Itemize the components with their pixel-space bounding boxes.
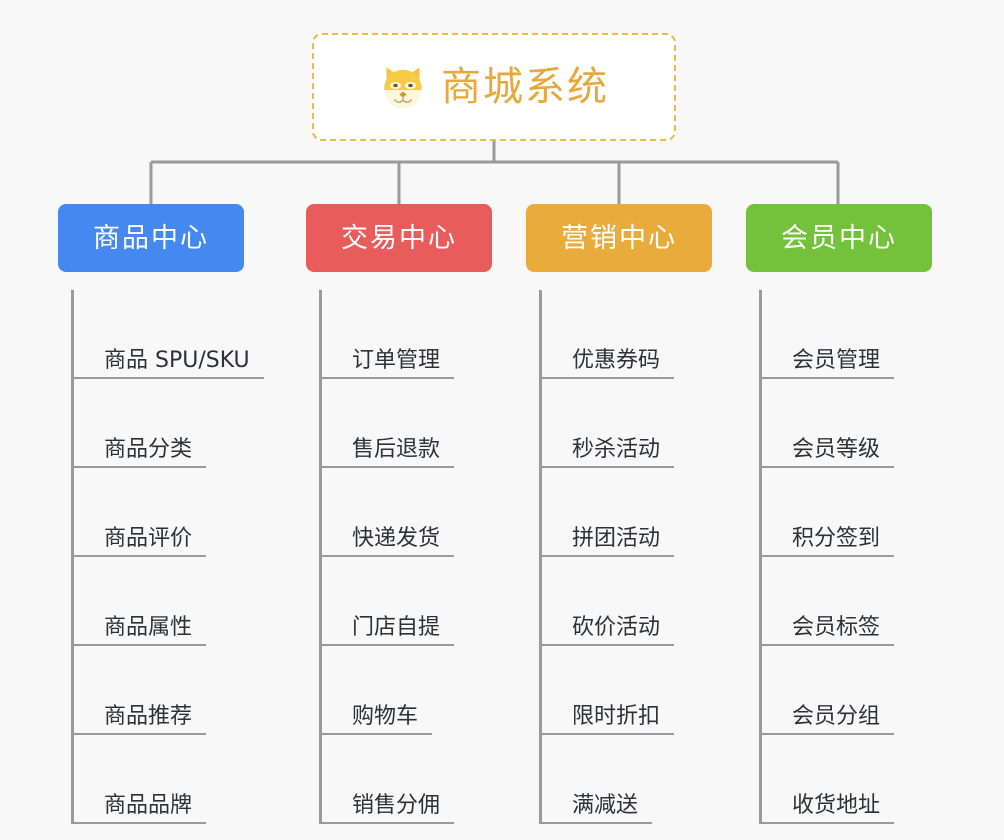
leaf-item[interactable]: 销售分佣 (322, 735, 496, 824)
leaf-label: 会员分组 (792, 703, 881, 729)
leaf-item[interactable]: 会员等级 (762, 379, 936, 468)
leaf-item[interactable]: 商品 SPU/SKU (74, 290, 264, 379)
leaf-underline (74, 733, 206, 735)
leaf-label: 商品推荐 (104, 703, 193, 729)
leaf-item[interactable]: 售后退款 (322, 379, 496, 468)
leaf-list-product-center: 商品 SPU/SKU 商品分类 商品评价 商品属性 商品推荐 商品品牌 (71, 290, 264, 824)
leaf-label: 优惠券码 (572, 347, 661, 373)
leaf-item[interactable]: 积分签到 (762, 468, 936, 557)
leaf-underline (322, 644, 454, 646)
leaf-underline (762, 466, 894, 468)
leaf-item[interactable]: 收货地址 (762, 735, 936, 824)
leaf-underline (74, 377, 264, 379)
leaf-underline (542, 377, 674, 379)
leaf-underline (322, 377, 454, 379)
leaf-label: 砍价活动 (572, 614, 661, 640)
leaf-underline (322, 733, 432, 735)
leaf-item[interactable]: 拼团活动 (542, 468, 716, 557)
category-label-product-center: 商品中心 (93, 222, 209, 254)
leaf-label: 商品 SPU/SKU (104, 347, 250, 373)
leaf-label: 会员等级 (792, 436, 881, 462)
leaf-label: 商品评价 (104, 525, 193, 551)
leaf-underline (74, 555, 206, 557)
leaf-label: 商品品牌 (104, 792, 193, 818)
branch-column-marketing-center: 营销中心 优惠券码 秒杀活动 拼团活动 砍价活动 限时折扣 (526, 204, 716, 824)
leaf-item[interactable]: 会员管理 (762, 290, 936, 379)
leaf-underline (74, 466, 206, 468)
leaf-label: 商品属性 (104, 614, 193, 640)
category-box-member-center[interactable]: 会员中心 (746, 204, 932, 272)
leaf-underline (762, 377, 894, 379)
leaf-item[interactable]: 商品分类 (74, 379, 248, 468)
leaf-label: 会员管理 (792, 347, 881, 373)
leaf-underline (542, 555, 674, 557)
leaf-item[interactable]: 门店自提 (322, 557, 496, 646)
leaf-underline (542, 822, 652, 824)
leaf-item[interactable]: 会员分组 (762, 646, 936, 735)
branch-column-member-center: 会员中心 会员管理 会员等级 积分签到 会员标签 会员分组 (746, 204, 936, 824)
leaf-item[interactable]: 商品推荐 (74, 646, 248, 735)
leaf-underline (74, 644, 206, 646)
leaf-underline (542, 644, 674, 646)
leaf-underline (762, 555, 894, 557)
shiba-dog-face-icon (384, 67, 422, 109)
category-box-product-center[interactable]: 商品中心 (58, 204, 244, 272)
leaf-item[interactable]: 商品品牌 (74, 735, 248, 824)
leaf-underline (542, 466, 674, 468)
leaf-item[interactable]: 订单管理 (322, 290, 496, 379)
category-label-marketing-center: 营销中心 (561, 222, 677, 254)
leaf-item[interactable]: 限时折扣 (542, 646, 716, 735)
root-node[interactable]: 商城系统 (312, 33, 676, 141)
leaf-list-trade-center: 订单管理 售后退款 快递发货 门店自提 购物车 销售分佣 (319, 290, 496, 824)
leaf-label: 会员标签 (792, 614, 881, 640)
leaf-list-marketing-center: 优惠券码 秒杀活动 拼团活动 砍价活动 限时折扣 满减送 (539, 290, 716, 824)
leaf-underline (762, 644, 894, 646)
root-title: 商城系统 (441, 64, 609, 110)
leaf-underline (322, 555, 454, 557)
branch-column-trade-center: 交易中心 订单管理 售后退款 快递发货 门店自提 购物车 (306, 204, 496, 824)
leaf-label: 门店自提 (352, 614, 441, 640)
leaf-item[interactable]: 购物车 (322, 646, 496, 735)
leaf-underline (322, 822, 454, 824)
leaf-label: 拼团活动 (572, 525, 661, 551)
leaf-label: 收货地址 (792, 792, 881, 818)
leaf-label: 积分签到 (792, 525, 881, 551)
leaf-item[interactable]: 会员标签 (762, 557, 936, 646)
leaf-item[interactable]: 满减送 (542, 735, 716, 824)
leaf-underline (74, 822, 206, 824)
leaf-item[interactable]: 商品评价 (74, 468, 248, 557)
leaf-label: 快递发货 (352, 525, 441, 551)
category-box-marketing-center[interactable]: 营销中心 (526, 204, 712, 272)
leaf-underline (762, 733, 894, 735)
leaf-item[interactable]: 快递发货 (322, 468, 496, 557)
category-box-trade-center[interactable]: 交易中心 (306, 204, 492, 272)
leaf-label: 销售分佣 (352, 792, 441, 818)
category-label-trade-center: 交易中心 (341, 222, 457, 254)
leaf-label: 秒杀活动 (572, 436, 661, 462)
leaf-underline (762, 822, 894, 824)
branch-column-product-center: 商品中心 商品 SPU/SKU 商品分类 商品评价 商品属性 商品推荐 (58, 204, 264, 824)
leaf-label: 订单管理 (352, 347, 441, 373)
leaf-label: 限时折扣 (572, 703, 661, 729)
leaf-underline (322, 466, 454, 468)
leaf-item[interactable]: 秒杀活动 (542, 379, 716, 468)
leaf-label: 售后退款 (352, 436, 441, 462)
leaf-underline (542, 733, 674, 735)
leaf-item[interactable]: 砍价活动 (542, 557, 716, 646)
category-label-member-center: 会员中心 (781, 222, 897, 254)
leaf-item[interactable]: 优惠券码 (542, 290, 716, 379)
leaf-label: 购物车 (352, 703, 419, 729)
leaf-list-member-center: 会员管理 会员等级 积分签到 会员标签 会员分组 收货地址 (759, 290, 936, 824)
leaf-item[interactable]: 商品属性 (74, 557, 248, 646)
leaf-label: 商品分类 (104, 436, 193, 462)
leaf-label: 满减送 (572, 792, 639, 818)
